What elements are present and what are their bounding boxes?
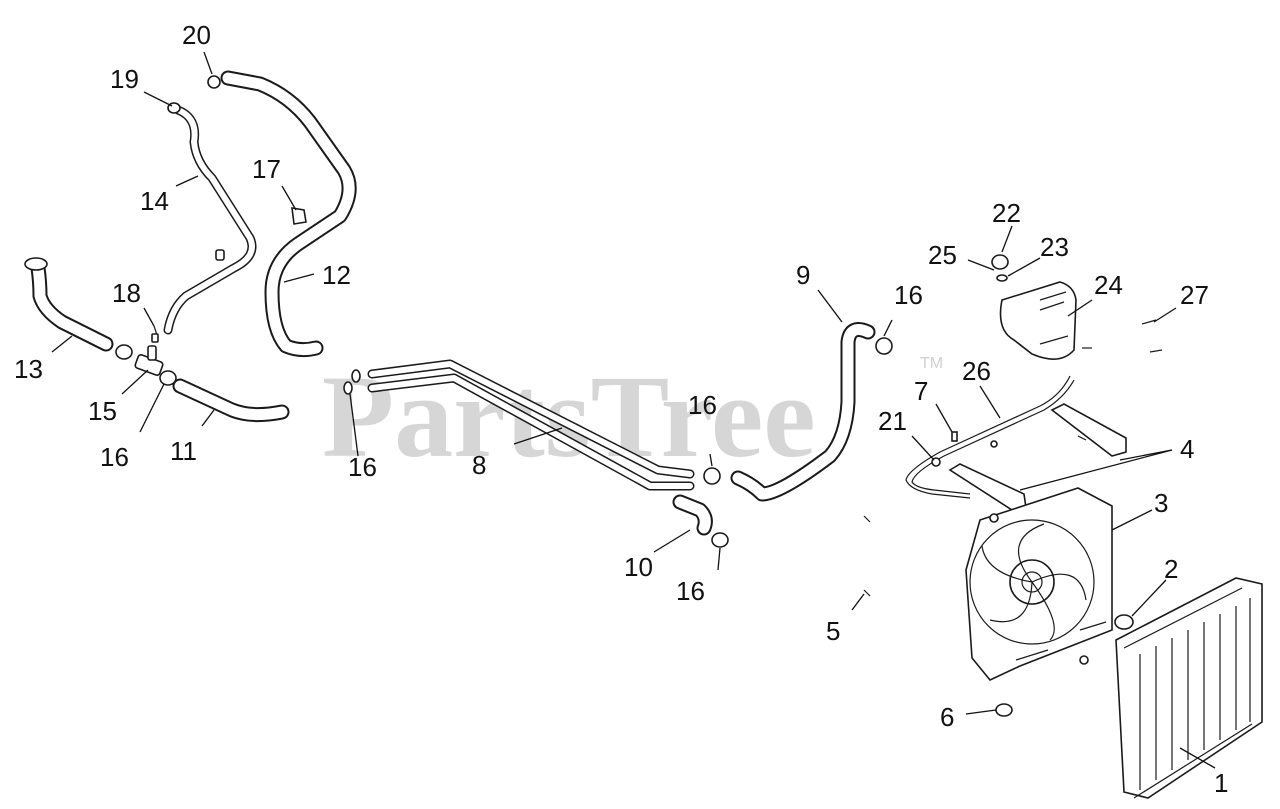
callout-24: 24 (1094, 270, 1123, 300)
callout-17: 17 (252, 154, 281, 184)
clamp-16-left[interactable] (115, 344, 133, 360)
clip-7[interactable] (951, 431, 958, 442)
rubber-mount-2[interactable] (1114, 614, 1134, 630)
callout-16-hose10: 16 (676, 576, 705, 606)
bracket-4[interactable] (948, 403, 1127, 511)
callout-18: 18 (112, 278, 141, 308)
rubber-mount-6[interactable] (995, 703, 1013, 717)
fitting-18[interactable] (151, 325, 159, 343)
hose-13[interactable] (24, 257, 114, 352)
callout-25: 25 (928, 240, 957, 270)
overflow-tube-26[interactable] (905, 375, 1075, 499)
coolant-reservoir-24[interactable] (999, 281, 1077, 360)
callout-10: 10 (624, 552, 653, 582)
callout-1: 1 (1214, 768, 1228, 798)
hose-11[interactable] (172, 378, 290, 423)
callout-16-tubes: 16 (688, 390, 717, 420)
radiator-1[interactable] (1115, 577, 1263, 799)
reservoir-cap-22[interactable] (991, 254, 1009, 270)
callout-5: 5 (826, 616, 840, 646)
callout-13: 13 (14, 354, 43, 384)
callout-26: 26 (962, 356, 991, 386)
callout-22: 22 (992, 198, 1021, 228)
hose-9[interactable] (730, 322, 876, 502)
clamp-16-mid[interactable] (343, 369, 361, 395)
callout-11: 11 (170, 436, 197, 466)
clip-on-hose-14[interactable] (215, 249, 225, 261)
clamp-16-8[interactable] (703, 467, 721, 485)
callout-21: 21 (878, 406, 907, 436)
callout-7: 7 (914, 376, 928, 406)
clamp-16-tee[interactable] (159, 370, 177, 386)
nut-misc[interactable] (989, 440, 1089, 665)
callout-27: 27 (1180, 280, 1209, 310)
callout-8: 8 (472, 450, 486, 480)
callout-2: 2 (1164, 554, 1178, 584)
seal-23[interactable] (996, 274, 1008, 282)
callout-23: 23 (1040, 232, 1069, 262)
callout-19: 19 (110, 64, 139, 94)
leader-lines (51, 51, 1216, 769)
callout-4: 4 (1180, 434, 1194, 464)
clamp-16-10[interactable] (711, 532, 729, 548)
callout-15: 15 (88, 396, 117, 426)
hose-10[interactable] (672, 494, 713, 536)
screw-27[interactable] (1082, 319, 1163, 353)
callout-16-left: 16 (100, 442, 129, 472)
watermark-trademark: TM (920, 355, 943, 372)
clamp-17[interactable] (291, 207, 307, 225)
hose-12[interactable] (220, 70, 357, 358)
tee-fitting-15[interactable] (134, 345, 164, 376)
callout-20: 20 (182, 20, 211, 50)
fan-shroud-3[interactable] (965, 487, 1113, 681)
callout-16-hose9: 16 (894, 280, 923, 310)
callout-3: 3 (1154, 488, 1168, 518)
hose-14[interactable] (163, 105, 257, 335)
callout-12: 12 (322, 260, 351, 290)
callout-16-mid: 16 (348, 452, 377, 482)
callout-6: 6 (940, 702, 954, 732)
clamp-16-9[interactable] (875, 337, 893, 355)
screw-5[interactable] (863, 515, 871, 597)
clamp-20[interactable] (207, 75, 221, 89)
callout-9: 9 (796, 260, 810, 290)
callout-14: 14 (140, 186, 169, 216)
